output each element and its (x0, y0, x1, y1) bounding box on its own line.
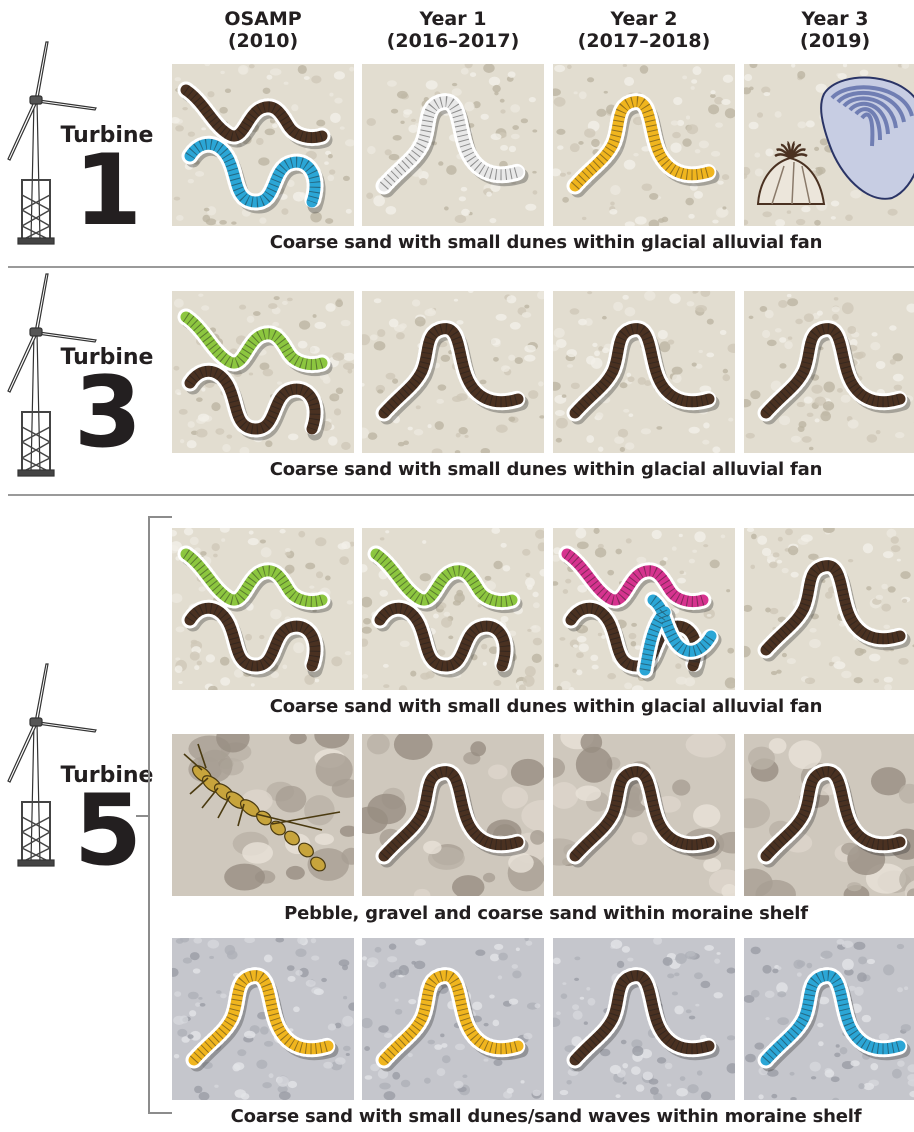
section-divider (8, 266, 914, 268)
habitat-tile (744, 291, 914, 453)
column-header-osamp: OSAMP(2010) (172, 8, 354, 52)
habitat-caption: Coarse sand with small dunes within glac… (170, 232, 914, 254)
turbine-5-bracket-tick (136, 815, 150, 817)
habitat-tile (553, 291, 735, 453)
turbine-3-label: Turbine 3 (57, 346, 157, 456)
habitat-tile (172, 734, 354, 896)
habitat-tile (744, 64, 914, 226)
habitat-tile (553, 528, 735, 690)
habitat-tile (362, 528, 544, 690)
section-divider (8, 494, 914, 496)
turbine-1-label: Turbine 1 (57, 124, 157, 234)
habitat-tile (362, 734, 544, 896)
habitat-tile (172, 938, 354, 1100)
turbine-5-label: Turbine 5 (57, 764, 157, 874)
habitat-tile (744, 528, 914, 690)
habitat-tile (553, 734, 735, 896)
column-header-year-3: Year 3(2019) (744, 8, 914, 52)
habitat-tile (172, 528, 354, 690)
habitat-tile (362, 291, 544, 453)
habitat-tile (172, 291, 354, 453)
habitat-tile (362, 938, 544, 1100)
habitat-tile (553, 64, 735, 226)
column-header-year-2: Year 2(2017–2018) (553, 8, 735, 52)
habitat-tile (362, 64, 544, 226)
habitat-caption: Pebble, gravel and coarse sand within mo… (170, 903, 914, 925)
habitat-tile (744, 938, 914, 1100)
habitat-caption: Coarse sand with small dunes within glac… (170, 696, 914, 718)
habitat-tile (553, 938, 735, 1100)
column-header-year-1: Year 1(2016–2017) (362, 8, 544, 52)
turbine-5-bracket (148, 516, 172, 1114)
habitat-caption: Coarse sand with small dunes within glac… (170, 459, 914, 481)
habitat-caption: Coarse sand with small dunes/sand waves … (170, 1106, 914, 1128)
habitat-tile (744, 734, 914, 896)
habitat-tile (172, 64, 354, 226)
